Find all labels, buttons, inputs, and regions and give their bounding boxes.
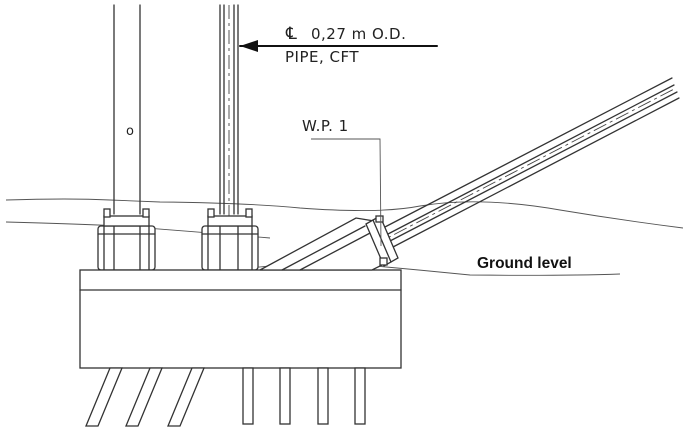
work-point-label: W.P. 1: [302, 117, 349, 135]
pipe-size-label: 0,27 m O.D.: [311, 25, 406, 43]
arrow-left-icon: [240, 40, 258, 52]
base-plate-left: [97, 208, 156, 271]
annotation-pipe: ℄ 0,27 m O.D. PIPE, CFT: [239, 24, 438, 66]
column-left: o: [113, 4, 141, 215]
ground-level-label: Ground level: [477, 255, 572, 272]
centerline-icon: ℄: [285, 24, 297, 44]
vertical-piles: [242, 367, 366, 425]
annotation-ground: Ground level: [477, 255, 572, 272]
annotation-work-point: W.P. 1: [302, 117, 382, 247]
battered-piles: [85, 367, 205, 427]
pipe-type-label: PIPE, CFT: [285, 48, 359, 66]
column-mark: o: [126, 124, 134, 139]
diagonal-brace: [259, 77, 680, 271]
base-plate-right: [201, 208, 259, 271]
pile-cap: [79, 269, 402, 369]
